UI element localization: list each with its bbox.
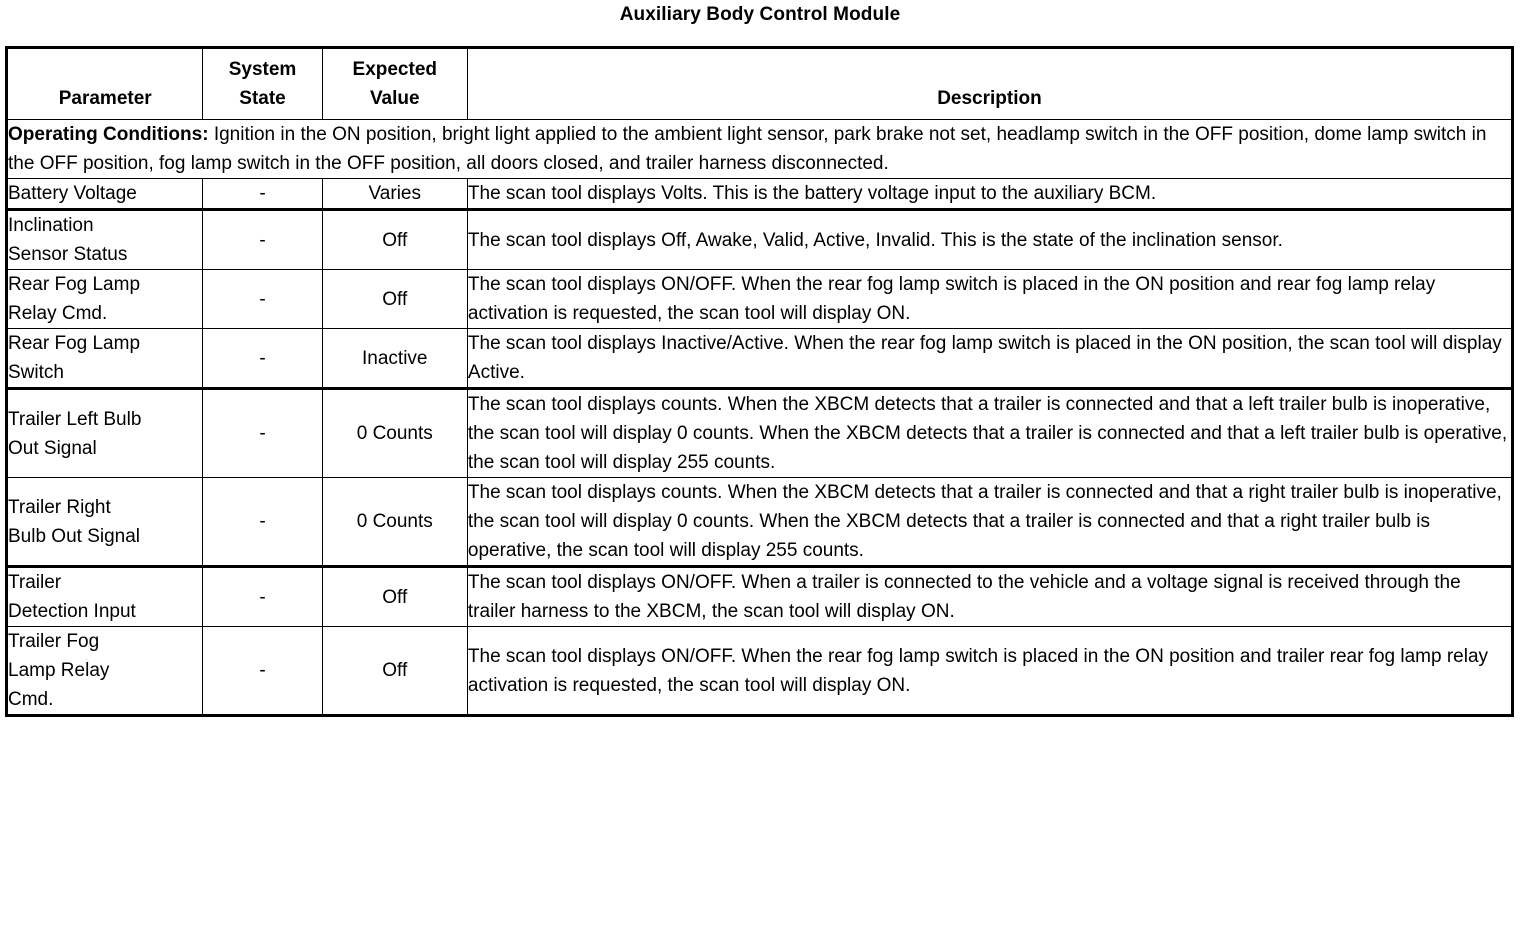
cell-parameter: Trailer Detection Input	[5, 566, 204, 627]
cell-expected-value: Off	[321, 626, 468, 716]
cell-parameter: Trailer Left Bulb Out Signal	[5, 388, 204, 478]
table-body: Operating Conditions: Ignition in the ON…	[6, 119, 1513, 179]
cell-description: The scan tool displays Off, Awake, Valid…	[466, 209, 1514, 270]
cell-expected-value: Varies	[321, 178, 468, 211]
cell-system-state: -	[202, 178, 323, 211]
cell-parameter: Rear Fog Lamp Relay Cmd.	[5, 269, 204, 329]
cell-system-state: -	[202, 328, 323, 390]
operating-conditions-text: Ignition in the ON position, bright ligh…	[8, 124, 1487, 174]
cell-description: The scan tool displays counts. When the …	[466, 388, 1514, 478]
cell-description: The scan tool displays ON/OFF. When the …	[466, 626, 1514, 716]
cell-expected-value: Off	[321, 209, 468, 270]
operating-conditions-row: Operating Conditions: Ignition in the ON…	[6, 119, 1513, 179]
page-title: Auxiliary Body Control Module	[619, 4, 901, 25]
cell-expected-value: Inactive	[321, 328, 468, 390]
cell-parameter: Inclination Sensor Status	[5, 209, 204, 270]
cell-parameter: Rear Fog Lamp Switch	[5, 328, 204, 390]
column-header-description: Description	[466, 47, 1514, 120]
cell-description: The scan tool displays Volts. This is th…	[466, 178, 1514, 211]
cell-system-state: -	[202, 477, 323, 568]
cell-system-state: -	[202, 209, 323, 270]
column-header-expected-value: Expected Value	[321, 47, 468, 120]
cell-expected-value: Off	[321, 566, 468, 627]
cell-description: The scan tool displays ON/OFF. When a tr…	[466, 566, 1514, 627]
column-header-parameter: Parameter	[5, 47, 204, 120]
cell-expected-value: Off	[321, 269, 468, 329]
operating-conditions-label: Operating Conditions:	[8, 124, 209, 145]
column-header-system-state: System State	[202, 47, 323, 120]
cell-parameter: Battery Voltage	[5, 178, 204, 211]
cell-system-state: -	[202, 566, 323, 627]
cell-description: The scan tool displays ON/OFF. When the …	[466, 269, 1514, 329]
cell-expected-value: 0 Counts	[321, 477, 468, 568]
cell-parameter: Trailer Fog Lamp Relay Cmd.	[5, 626, 204, 716]
cell-system-state: -	[202, 388, 323, 478]
cell-system-state: -	[202, 626, 323, 716]
operating-conditions-cell: Operating Conditions: Ignition in the ON…	[6, 119, 1513, 179]
cell-system-state: -	[202, 269, 323, 329]
cell-description: The scan tool displays counts. When the …	[466, 477, 1514, 568]
table-header-row: Parameter System State Expected Value De…	[5, 47, 1514, 120]
table-header: Parameter System State Expected Value De…	[5, 47, 1514, 120]
spec-table-container: Parameter System State Expected Value De…	[5, 46, 1514, 717]
cell-parameter: Trailer Right Bulb Out Signal	[5, 477, 204, 568]
cell-expected-value: 0 Counts	[321, 388, 468, 478]
cell-description: The scan tool displays Inactive/Active. …	[466, 328, 1514, 390]
parameter-specification-table: Parameter System State Expected Value De…	[5, 46, 1514, 717]
